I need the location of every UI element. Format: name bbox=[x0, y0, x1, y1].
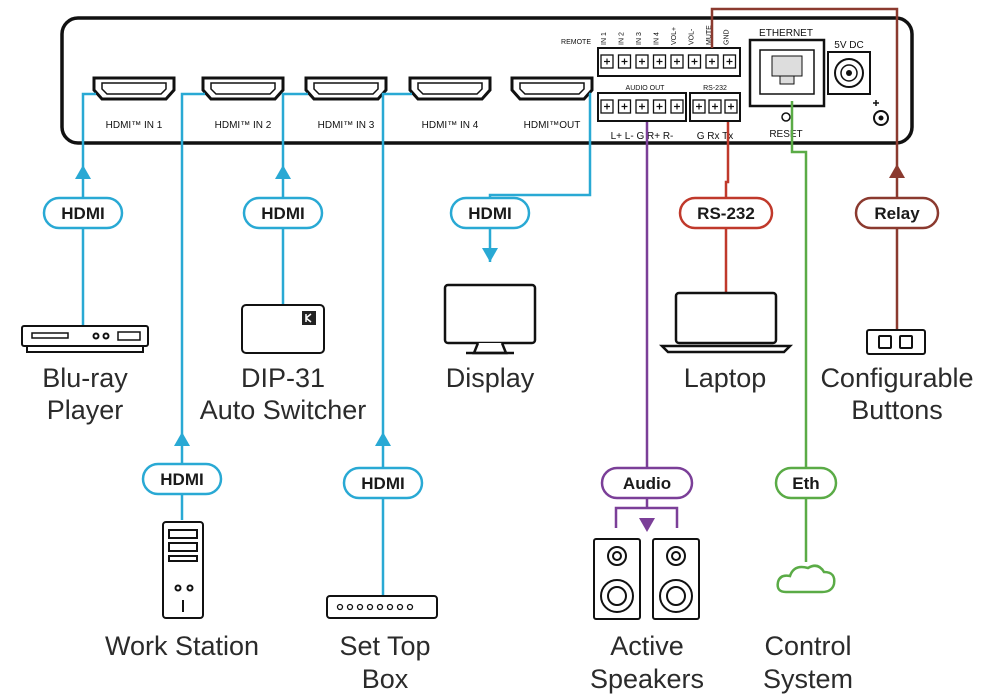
pill-hdmi-settopbox: HDMI bbox=[342, 466, 424, 500]
audio-out-terminal-block bbox=[597, 92, 687, 122]
hdmi-out-label: HDMI™OUT bbox=[524, 120, 581, 131]
speakers-icon bbox=[593, 538, 700, 620]
arrow-down-icon bbox=[639, 518, 655, 532]
display-name: Display bbox=[446, 363, 535, 393]
power-jack bbox=[827, 51, 871, 95]
pill-audio: Audio bbox=[600, 466, 694, 500]
rs232-pin-labels: G Rx Tx bbox=[697, 131, 733, 142]
svg-text:HDMI: HDMI bbox=[468, 204, 511, 223]
remote-pin-label: MUTE bbox=[706, 25, 713, 45]
hdmi-in-2-port bbox=[201, 76, 285, 101]
remote-label: REMOTE bbox=[561, 39, 591, 46]
ethernet-label: ETHERNET bbox=[759, 28, 813, 39]
buttons-name-line2: Buttons bbox=[851, 395, 943, 425]
remote-pin-label: VOL- bbox=[689, 28, 696, 45]
audio-split-line bbox=[614, 506, 679, 528]
svg-text:Eth: Eth bbox=[792, 474, 819, 493]
svg-text:Audio: Audio bbox=[623, 474, 671, 493]
hdmi-in-2-label: HDMI™ IN 2 bbox=[215, 120, 272, 131]
hdmi-line-workstation bbox=[180, 92, 205, 520]
buttons-name-line1: Configurable bbox=[820, 363, 973, 393]
remote-pin-label: IN 4 bbox=[654, 32, 661, 45]
device-rear-panel: HDMI™ IN 1 HDMI™ IN 2 HDMI™ IN 3 HDMI™ I… bbox=[60, 16, 914, 145]
settopbox-name-line2: Box bbox=[362, 664, 409, 694]
rs232-line bbox=[724, 122, 730, 293]
hdmi-in-4-label: HDMI™ IN 4 bbox=[422, 120, 479, 131]
dip31-switcher-icon bbox=[241, 304, 325, 354]
speakers-name-line1: Active bbox=[610, 631, 684, 661]
hdmi-line-bluray bbox=[81, 92, 96, 326]
arrow-up-icon bbox=[375, 432, 391, 446]
remote-terminal-block bbox=[597, 47, 741, 77]
power-label: 5V DC bbox=[834, 40, 863, 51]
reset-label: RESET bbox=[769, 129, 802, 140]
arrow-down-icon bbox=[482, 248, 498, 262]
arrow-up-icon bbox=[174, 432, 190, 446]
configurable-buttons-icon bbox=[866, 329, 926, 355]
dip31-name-line1: DIP-31 bbox=[241, 363, 325, 393]
svg-text:HDMI: HDMI bbox=[61, 204, 104, 223]
set-top-box-icon bbox=[326, 595, 438, 619]
pill-eth: Eth bbox=[774, 466, 838, 500]
hdmi-out-port bbox=[510, 76, 594, 101]
arrow-up-icon bbox=[275, 165, 291, 179]
hdmi-in-3-label: HDMI™ IN 3 bbox=[318, 120, 375, 131]
settopbox-name-line1: Set Top bbox=[339, 631, 430, 661]
arrowheads bbox=[75, 164, 905, 532]
pill-hdmi-workstation: HDMI bbox=[141, 462, 223, 496]
hdmi-in-4-port bbox=[408, 76, 492, 101]
remote-pin-label: IN 1 bbox=[601, 32, 608, 45]
pill-hdmi-bluray: HDMI bbox=[42, 196, 124, 230]
pill-rs232: RS-232 bbox=[678, 196, 774, 230]
display-icon bbox=[443, 283, 537, 355]
pill-hdmi-dip31: HDMI bbox=[242, 196, 324, 230]
rs232-port-label: RS-232 bbox=[703, 85, 727, 92]
workstation-icon bbox=[162, 521, 204, 619]
arrow-up-icon bbox=[889, 164, 905, 178]
audio-out-label: AUDIO OUT bbox=[626, 85, 666, 92]
dip31-name-line2: Auto Switcher bbox=[200, 395, 367, 425]
remote-pin-label: IN 2 bbox=[619, 32, 626, 45]
hdmi-in-3-port bbox=[304, 76, 388, 101]
arrow-up-icon bbox=[75, 165, 91, 179]
control-name-line1: Control bbox=[764, 631, 851, 661]
svg-text:RS-232: RS-232 bbox=[697, 204, 755, 223]
ethernet-port bbox=[748, 38, 826, 108]
svg-text:Relay: Relay bbox=[874, 204, 920, 223]
control-name-line2: System bbox=[763, 664, 853, 694]
hdmi-in-1-port bbox=[92, 76, 176, 101]
eth-line bbox=[790, 101, 808, 562]
cloud-icon bbox=[776, 564, 836, 594]
svg-text:HDMI: HDMI bbox=[361, 474, 404, 493]
svg-text:HDMI: HDMI bbox=[160, 470, 203, 489]
workstation-name: Work Station bbox=[105, 631, 259, 661]
remote-pin-label: IN 3 bbox=[636, 32, 643, 45]
bluray-name-line2: Player bbox=[47, 395, 124, 425]
speakers-name-line2: Speakers bbox=[590, 664, 704, 694]
device-names: Blu-ray Player DIP-31 Auto Switcher Disp… bbox=[42, 363, 973, 694]
rs232-terminal-block bbox=[689, 92, 741, 122]
svg-text:HDMI: HDMI bbox=[261, 204, 304, 223]
bluray-player-icon bbox=[21, 325, 149, 353]
remote-pin-label: VOL+ bbox=[671, 27, 678, 45]
laptop-icon bbox=[658, 291, 794, 354]
pill-relay: Relay bbox=[854, 196, 940, 230]
hdmi-line-settopbox bbox=[381, 92, 412, 596]
remote-pin-labels: IN 1 IN 2 IN 3 IN 4 VOL+ VOL- MUTE GND bbox=[601, 25, 731, 45]
connection-lines bbox=[81, 7, 899, 596]
remote-pin-label: GND bbox=[724, 29, 731, 45]
connection-pills: HDMI HDMI HDMI RS-232 Relay HDMI HDMI A bbox=[42, 196, 940, 500]
audio-pin-labels: L+ L- G R+ R- bbox=[611, 131, 674, 142]
reset-button bbox=[781, 112, 791, 122]
ground-screw-icon bbox=[873, 100, 889, 126]
bluray-name-line1: Blu-ray bbox=[42, 363, 128, 393]
hdmi-in-1-label: HDMI™ IN 1 bbox=[106, 120, 163, 131]
pill-hdmi-display: HDMI bbox=[449, 196, 531, 230]
laptop-name: Laptop bbox=[684, 363, 767, 393]
hdmi-line-dip31 bbox=[281, 92, 308, 305]
